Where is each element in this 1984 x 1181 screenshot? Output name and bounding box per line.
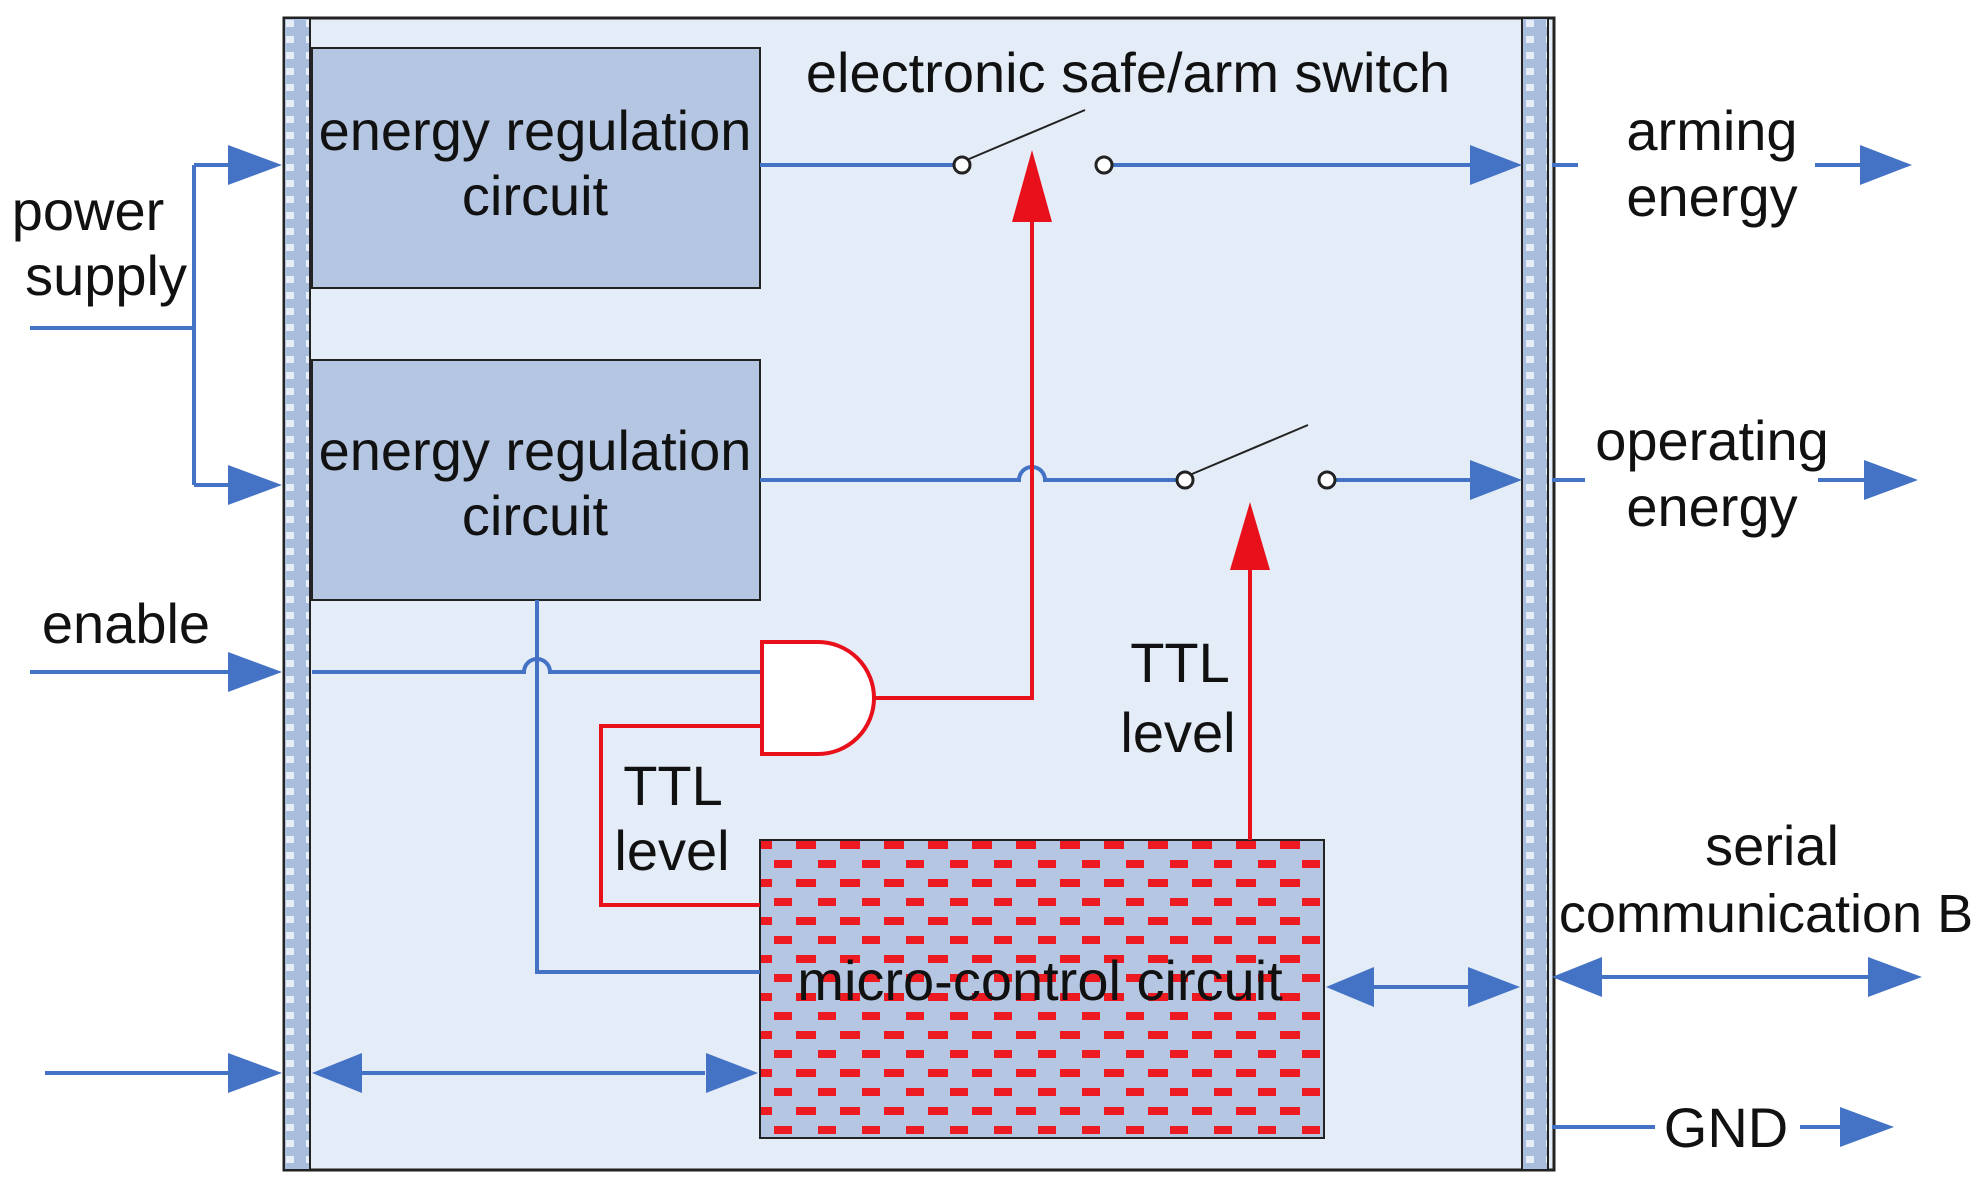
control-arrowheads	[1012, 150, 1270, 570]
and-gate	[760, 640, 876, 756]
signal-lines	[30, 163, 1864, 1129]
power-supply-label-line2: supply	[25, 244, 187, 307]
bidirectional-serial-link	[1552, 957, 1922, 997]
mcu-label: micro-control circuit	[797, 949, 1283, 1012]
serial-communication-label-line1: serial	[1705, 814, 1839, 877]
micro-control-circuit: micro-control circuit	[759, 839, 1325, 1139]
ttl-level-right-line1: TTL	[1130, 631, 1230, 694]
right-connector-rail	[1521, 17, 1549, 1171]
safe-arm-switch-1	[952, 109, 1114, 175]
enable-label: enable	[42, 592, 210, 655]
ttl-level-left-line2: level	[614, 819, 729, 882]
switch-title-label: electronic safe/arm switch	[806, 41, 1450, 104]
erc1-label-line2: circuit	[462, 164, 609, 227]
operating-energy-label-line1: operating	[1595, 409, 1829, 472]
left-connector-rail	[283, 17, 311, 1171]
ttl-level-left-line1: TTL	[623, 754, 723, 817]
energy-regulation-circuit-1: energy regulation circuit	[311, 47, 761, 289]
signal-arrowheads	[228, 145, 1918, 1147]
operating-energy-label-line2: energy	[1626, 475, 1797, 538]
serial-communication-label-line2: communication B	[1559, 884, 1973, 944]
bidirectional-link-mcu	[1326, 967, 1520, 1007]
erc1-label-line1: energy regulation	[319, 99, 752, 162]
erc2-label-line1: energy regulation	[319, 419, 752, 482]
power-supply-label-line1: power	[12, 179, 165, 242]
erc2-label-line2: circuit	[462, 484, 609, 547]
safe-arm-switch-2	[1175, 424, 1337, 490]
gnd-label: GND	[1664, 1096, 1788, 1159]
arming-energy-label-line1: arming	[1626, 99, 1797, 162]
ttl-level-right-line2: level	[1120, 701, 1235, 764]
bidirectional-link-left	[312, 1053, 758, 1093]
energy-regulation-circuit-2: energy regulation circuit	[311, 359, 761, 601]
control-lines	[599, 210, 1252, 907]
arming-energy-label-line2: energy	[1626, 165, 1797, 228]
